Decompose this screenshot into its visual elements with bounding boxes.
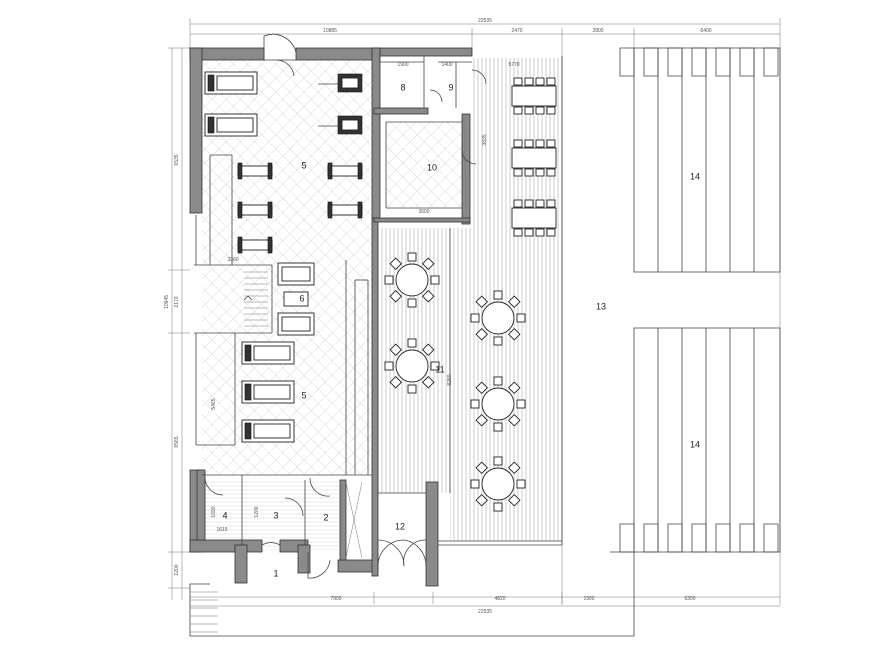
room-label-10: 10: [427, 162, 437, 172]
gym-equipment-upper: [204, 71, 363, 254]
dining-table-round: [470, 456, 526, 512]
dim-left-4: 6565: [174, 436, 180, 447]
treadmill: [241, 380, 295, 404]
room-label-5b: 5: [301, 390, 306, 400]
lounge-furniture: [277, 262, 315, 336]
dim-room3: 1615: [216, 527, 227, 533]
dim-left-2: 2170: [174, 296, 180, 307]
dim-top-4: 6400: [700, 28, 711, 34]
round-tables: [384, 252, 526, 512]
weight-machine: [318, 115, 363, 135]
room-label-2: 2: [323, 512, 328, 522]
dining-table-round: [384, 338, 440, 394]
dim-rows: 3835: [482, 134, 488, 145]
doors: [204, 33, 487, 579]
room-labels: 1 2 3 4 5 5 6 8 9 10 11 12 13 14 14: [222, 82, 700, 578]
dim-bottom-total: 22535: [478, 609, 492, 615]
dining-table-round: [384, 252, 440, 308]
treadmill: [241, 419, 295, 443]
room-label-14b: 14: [690, 439, 700, 449]
dining-table-round: [470, 290, 526, 346]
weight-machine: [318, 73, 363, 93]
dim-room10: 3600: [418, 209, 429, 215]
room-label-5a: 5: [301, 160, 306, 170]
dim-stair: 3360: [227, 257, 238, 263]
dim-top-3: 2800: [592, 28, 603, 34]
dimension-labels: 22535 10885 2470 2800 6400 22535 7900 48…: [164, 18, 712, 615]
dim-room4: 1690: [211, 506, 217, 517]
dim-lobby: 1200: [254, 506, 260, 517]
gym-equipment-lower: [241, 341, 295, 443]
room-label-3: 3: [273, 510, 278, 520]
room-label-1: 1: [273, 568, 278, 578]
rectangular-tables: [511, 77, 557, 237]
dim-room8: 1900: [397, 62, 408, 68]
interior-lines: [194, 56, 563, 559]
dim-bottom-2: 4820: [494, 596, 505, 602]
dim-bottom-3: 1900: [583, 596, 594, 602]
dim-cols: 5770: [508, 62, 519, 68]
dining-table-rect: [511, 199, 557, 237]
interior-dimensions: 1900 1400 3600 5770 3835 8280 5465 3360 …: [211, 62, 520, 533]
dining-table-rect: [511, 77, 557, 115]
dim-gym: 5465: [211, 398, 217, 409]
exercise-bike: [237, 236, 273, 254]
room-label-9: 9: [448, 82, 453, 92]
dim-left-3: 10945: [164, 295, 170, 309]
treadmill: [204, 113, 258, 137]
dim-left-1: 6535: [174, 154, 180, 165]
treadmill: [204, 71, 258, 95]
dining-table-round: [470, 376, 526, 432]
building-walls: [189, 47, 473, 587]
treadmill: [241, 341, 295, 365]
exercise-bike: [237, 162, 273, 180]
room-label-4: 4: [222, 510, 227, 520]
dim-bottom-1: 7900: [330, 596, 341, 602]
dining-table-rect: [511, 139, 557, 177]
dim-top-total: 22535: [478, 18, 492, 24]
room-label-8: 8: [400, 82, 405, 92]
dim-top-1: 10885: [323, 28, 337, 34]
room-label-12: 12: [395, 521, 405, 531]
room-label-11: 11: [435, 364, 444, 374]
room-label-6: 6: [299, 293, 304, 303]
room-label-13: 13: [596, 301, 606, 311]
dim-top-2: 2470: [511, 28, 522, 34]
dim-left-5: 1200: [174, 564, 180, 575]
exercise-bike: [327, 162, 363, 180]
room-label-14a: 14: [690, 171, 700, 181]
dim-room9: 1400: [441, 62, 452, 68]
dim-room11: 8280: [447, 374, 453, 385]
exercise-bike: [237, 201, 273, 219]
room-14-stalls: [189, 47, 781, 637]
dim-bottom-4: 6300: [684, 596, 695, 602]
exercise-bike: [327, 201, 363, 219]
